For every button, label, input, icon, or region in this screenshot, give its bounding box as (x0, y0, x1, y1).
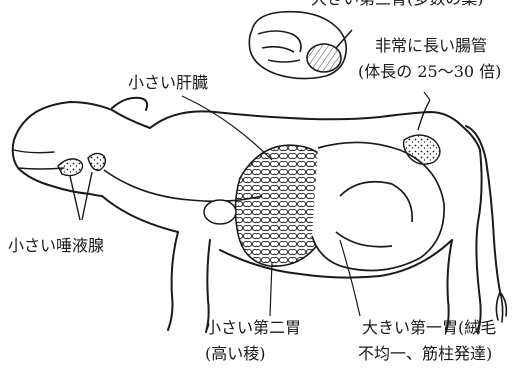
reticulum-label: 小さい第二胃 (205, 318, 301, 338)
salivary-gland-label: 小さい唾液腺 (8, 236, 104, 256)
reticulum-pointer-line (270, 262, 272, 316)
omasum-label: 大きい第三胃(多数の葉) (311, 0, 484, 9)
intestine-label: 非常に長い腸管 (375, 36, 487, 56)
salivary-glands (58, 153, 105, 220)
rumen-label: 大きい第一胃(絨毛 (362, 318, 496, 338)
reticulum-note: (高い稜) (205, 344, 266, 364)
rumen-note: 不均一、筋柱発達) (358, 344, 492, 364)
intestine-length-note: (体長の 25〜30 倍) (358, 62, 501, 82)
small-liver-lobe (204, 200, 236, 224)
omasum-inset (249, 12, 352, 79)
intestines (404, 92, 440, 164)
liver-label: 小さい肝臓 (128, 73, 208, 93)
liver-pointer-line (182, 96, 272, 160)
